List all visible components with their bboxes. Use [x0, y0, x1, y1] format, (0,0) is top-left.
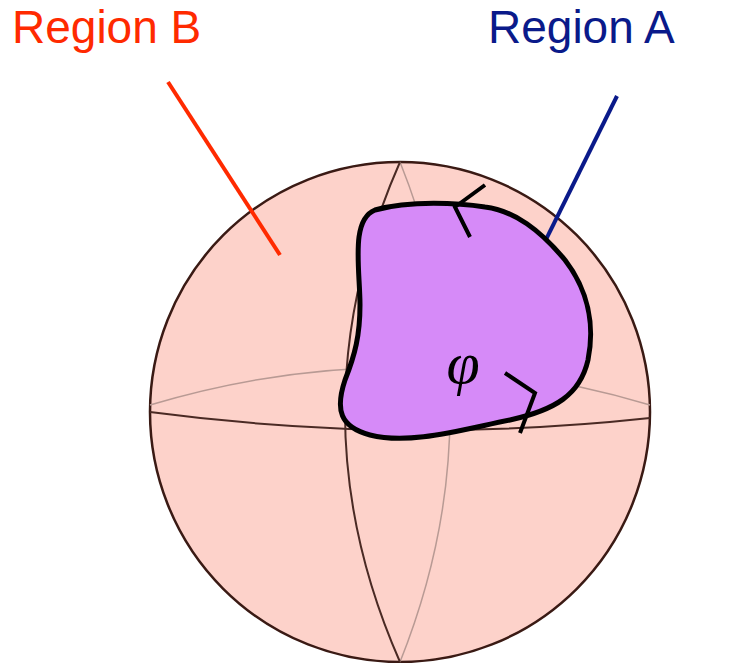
region-a-blob: φ [330, 195, 600, 450]
flux-symbol: φ [446, 333, 479, 393]
leader-line [168, 82, 280, 255]
orientation-arrow [505, 373, 535, 433]
sphere [150, 162, 650, 662]
region-label: Region B [12, 2, 201, 53]
orientation-arrow [455, 185, 485, 237]
region-boundary [340, 203, 590, 438]
region-label: Region A [488, 2, 675, 53]
blob-outline [330, 195, 600, 450]
